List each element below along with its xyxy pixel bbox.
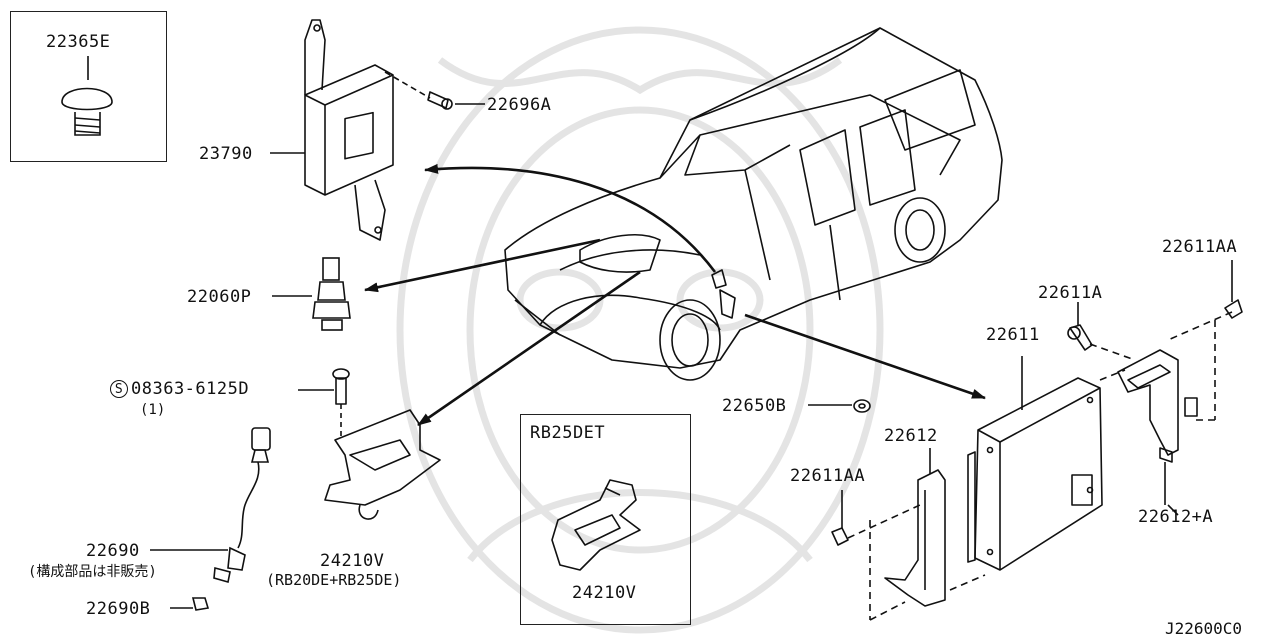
- label-22611AA-top: 22611AA: [1162, 237, 1238, 257]
- s-circle-symbol: S: [110, 380, 128, 398]
- sensor-22690-drawing: [150, 427, 271, 611]
- label-22611A: 22611A: [1038, 283, 1103, 303]
- sensor-22060P-drawing: [272, 257, 351, 331]
- label-rb25det-24210V: 24210V: [572, 583, 637, 603]
- label-22365E: 22365E: [46, 32, 111, 52]
- indicator-arrows: [364, 163, 986, 427]
- label-22690: 22690: [86, 541, 140, 561]
- label-22060P: 22060P: [187, 287, 252, 307]
- label-22696A: 22696A: [487, 95, 552, 115]
- label-24210V-note: (RB20DE+RB25DE): [266, 571, 402, 589]
- label-22611AA-left: 22611AA: [790, 466, 866, 486]
- inset-clip-frame: [10, 11, 167, 162]
- label-23790: 23790: [199, 144, 253, 164]
- label-22690B: 22690B: [86, 599, 151, 619]
- label-rb25det-title: RB25DET: [530, 423, 606, 443]
- ecu-22611-drawing: [808, 260, 1243, 621]
- diagram-id: J22600C0: [1165, 619, 1243, 638]
- bracket-rb25det-drawing: [551, 479, 641, 571]
- label-08363-qty: (1): [140, 402, 166, 418]
- clip-22365E-drawing: [61, 56, 113, 136]
- label-22650B: 22650B: [722, 396, 787, 416]
- vehicle-illustration: [504, 27, 1003, 381]
- inset-rb25det-frame: [520, 414, 691, 625]
- label-08363-number: 08363-6125D: [131, 379, 250, 399]
- module-23790-drawing: [270, 19, 485, 241]
- label-22690-note: (構成部品は非販売): [28, 564, 157, 580]
- label-22612-plus-A: 22612+A: [1138, 507, 1214, 527]
- label-24210V: 24210V: [320, 551, 385, 571]
- label-22612: 22612: [884, 426, 938, 446]
- label-22611: 22611: [986, 325, 1040, 345]
